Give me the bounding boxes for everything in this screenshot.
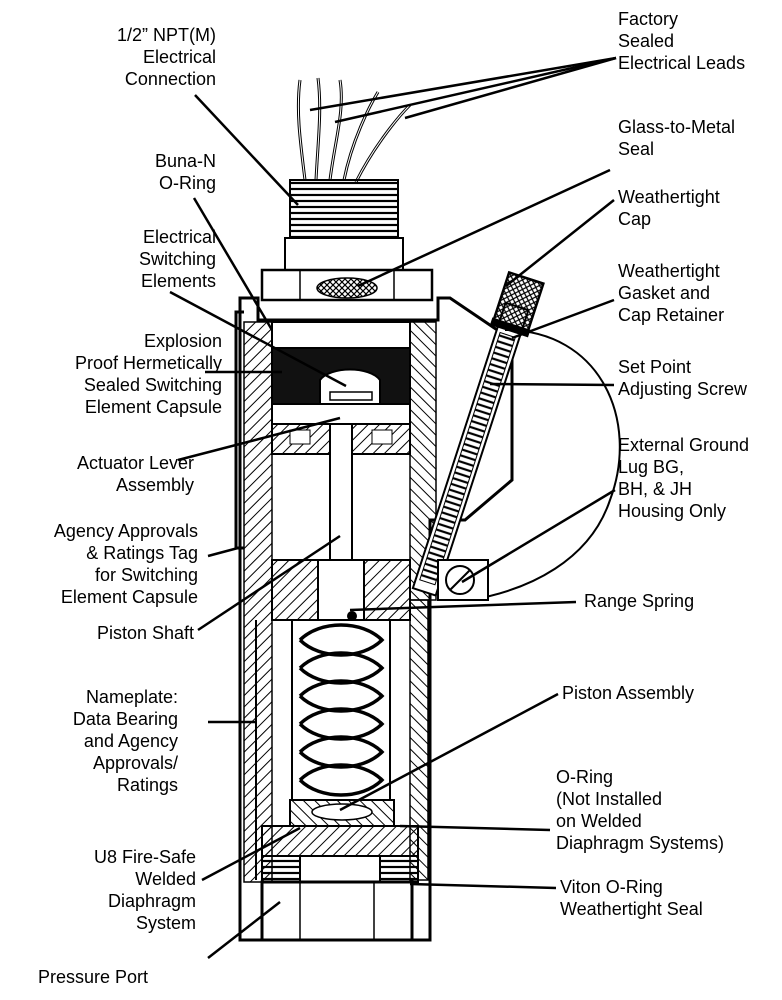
label-factory-leads: Factory Sealed Electrical Leads [618, 9, 746, 73]
label-pressure-port: Pressure Port [38, 967, 149, 987]
set-point-screw [411, 270, 545, 597]
label-weathertight-cap: Weathertight Cap [618, 187, 720, 229]
label-viton-o-ring: Viton O-Ring Weathertight Seal [560, 877, 703, 919]
label-glass-seal: Glass-to-Metal Seal [618, 117, 736, 159]
label-piston-shaft: Piston Shaft [96, 623, 194, 643]
label-setpoint-screw: Set Point Adjusting Screw [618, 357, 748, 399]
label-ground-lug: External Ground Lug BG, BH, & JH Housing… [618, 435, 750, 521]
label-capsule: Explosion Proof Hermetically Sealed Swit… [74, 331, 222, 417]
label-actuator: Actuator Lever Assembly [76, 453, 194, 495]
agency-tag [234, 310, 244, 550]
label-o-ring: O-Ring (Not Installed on Welded Diaphrag… [556, 767, 725, 853]
diaphragm-system [261, 825, 419, 857]
label-piston-assembly: Piston Assembly [562, 683, 695, 703]
label-u8-diaphragm: U8 Fire-Safe Welded Diaphragm System [93, 847, 196, 933]
label-npt-connection: 1/2” NPT(M) Electrical Connection [117, 25, 216, 89]
ground-lug [437, 559, 489, 601]
label-agency-tag: Agency Approvals & Ratings Tag for Switc… [53, 521, 198, 607]
range-spring [291, 619, 391, 801]
label-gasket: Weathertight Gasket and Cap Retainer [618, 261, 725, 325]
label-range-spring: Range Spring [584, 591, 695, 611]
pressure-port [260, 880, 414, 942]
label-buna-o-ring: Buna-N O-Ring [154, 151, 216, 193]
label-switching-elements: Electrical Switching Elements [138, 227, 216, 291]
npt-connection [289, 179, 399, 241]
electrical-leads [296, 77, 412, 183]
label-nameplate: Nameplate: Data Bearing and Agency Appro… [72, 687, 178, 795]
